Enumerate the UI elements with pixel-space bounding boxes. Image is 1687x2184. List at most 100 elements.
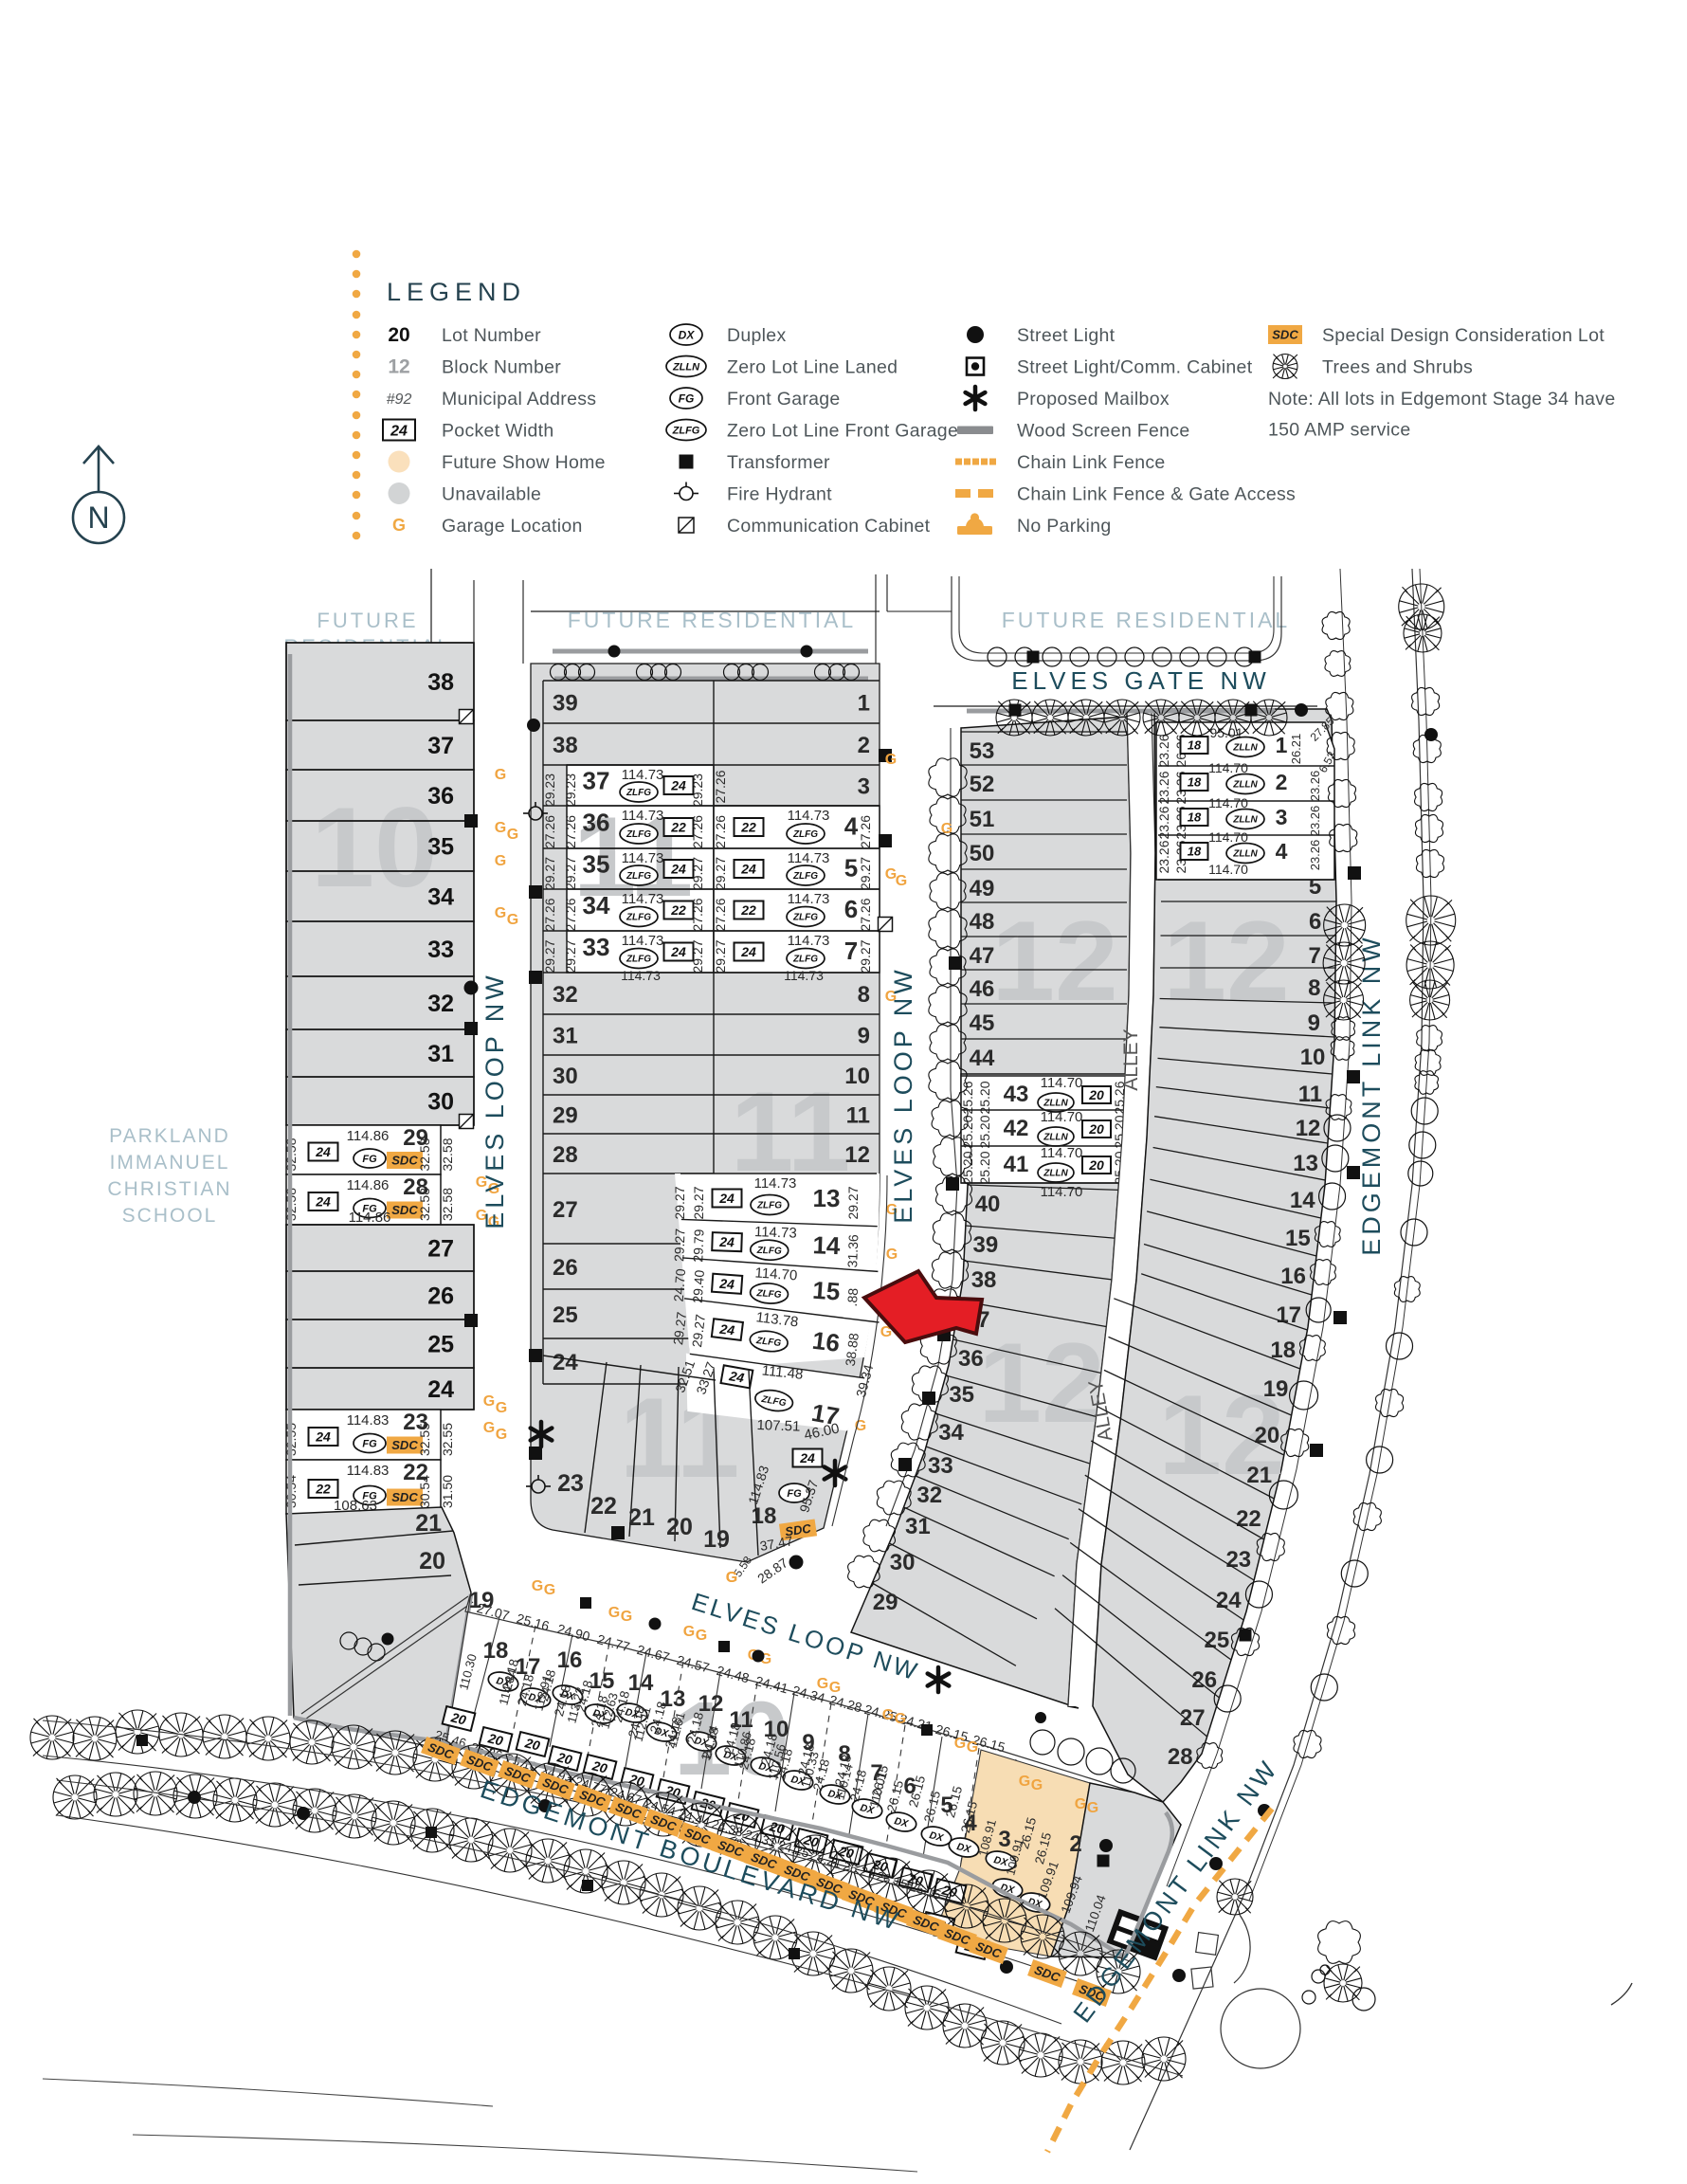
- svg-text:25.26: 25.26: [960, 1081, 975, 1114]
- svg-text:43: 43: [1004, 1082, 1029, 1107]
- svg-text:23: 23: [557, 1470, 584, 1497]
- svg-text:27.26: 27.26: [713, 898, 728, 931]
- svg-text:G: G: [817, 1676, 828, 1692]
- svg-text:FG: FG: [362, 1438, 377, 1449]
- svg-text:22: 22: [590, 1493, 617, 1520]
- svg-text:18: 18: [483, 1638, 509, 1664]
- svg-text:DX: DX: [789, 1774, 807, 1788]
- svg-text:G: G: [483, 1420, 495, 1436]
- svg-text:29.23: 29.23: [542, 774, 557, 807]
- svg-text:27.26: 27.26: [858, 815, 873, 848]
- svg-text:51: 51: [970, 807, 995, 832]
- svg-text:13: 13: [661, 1686, 686, 1712]
- svg-text:ZLFG: ZLFG: [626, 871, 651, 882]
- svg-text:114.70: 114.70: [1041, 1075, 1083, 1091]
- svg-text:29.27: 29.27: [689, 1313, 708, 1348]
- svg-text:31: 31: [427, 1041, 454, 1067]
- svg-text:4: 4: [844, 812, 859, 841]
- svg-text:49: 49: [970, 876, 995, 901]
- svg-text:11: 11: [846, 1103, 870, 1129]
- svg-text:19: 19: [1263, 1376, 1289, 1402]
- svg-text:25.20: 25.20: [960, 1115, 975, 1148]
- svg-text:11: 11: [573, 793, 694, 920]
- svg-text:23.26: 23.26: [1308, 771, 1322, 802]
- svg-text:G: G: [496, 1400, 507, 1416]
- svg-text:SDC: SDC: [784, 1521, 812, 1539]
- svg-text:12: 12: [698, 1691, 724, 1717]
- svg-text:G: G: [954, 1736, 966, 1752]
- svg-text:114.70: 114.70: [1208, 760, 1248, 775]
- svg-text:32: 32: [427, 991, 454, 1017]
- svg-text:27.26: 27.26: [713, 770, 728, 803]
- svg-text:FUTURE RESIDENTIAL: FUTURE RESIDENTIAL: [1002, 608, 1290, 632]
- svg-text:DX: DX: [527, 1691, 544, 1705]
- svg-text:20: 20: [940, 1882, 959, 1901]
- svg-text:FG: FG: [787, 1488, 802, 1500]
- svg-text:7: 7: [1309, 943, 1321, 969]
- svg-text:23.26: 23.26: [1156, 806, 1171, 839]
- svg-text:DX: DX: [559, 1688, 576, 1702]
- svg-text:20: 20: [449, 1709, 468, 1728]
- svg-text:N: N: [87, 500, 109, 535]
- svg-text:36: 36: [427, 783, 454, 810]
- svg-text:PARKLAND: PARKLAND: [109, 1125, 230, 1147]
- svg-text:28: 28: [1168, 1744, 1193, 1770]
- svg-text:DX: DX: [992, 1854, 1009, 1868]
- svg-text:24: 24: [315, 1194, 331, 1210]
- svg-text:41: 41: [1004, 1152, 1029, 1177]
- svg-text:20: 20: [419, 1548, 445, 1574]
- svg-text:G: G: [885, 752, 897, 768]
- svg-text:33: 33: [928, 1453, 953, 1479]
- svg-text:107.51: 107.51: [756, 1417, 800, 1435]
- svg-text:11: 11: [1298, 1082, 1322, 1107]
- svg-text:23.26: 23.26: [1156, 771, 1171, 804]
- svg-text:G: G: [886, 1247, 898, 1263]
- svg-text:25.20: 25.20: [977, 1115, 992, 1148]
- svg-text:5: 5: [940, 1793, 952, 1818]
- svg-text:23.26: 23.26: [1156, 734, 1171, 767]
- svg-text:29.27: 29.27: [563, 939, 578, 973]
- svg-text:53: 53: [970, 738, 995, 764]
- svg-text:DX: DX: [893, 1815, 910, 1829]
- svg-text:32.58: 32.58: [440, 1188, 455, 1221]
- svg-text:16: 16: [557, 1647, 583, 1673]
- svg-text:#92: #92: [387, 391, 412, 408]
- svg-text:20: 20: [590, 1757, 609, 1776]
- svg-text:Proposed Mailbox: Proposed Mailbox: [1017, 389, 1170, 410]
- svg-text:G: G: [1087, 1800, 1098, 1816]
- svg-text:24: 24: [740, 944, 756, 959]
- svg-text:Communication Cabinet: Communication Cabinet: [727, 516, 931, 537]
- svg-text:9: 9: [858, 1024, 870, 1049]
- svg-text:50: 50: [970, 841, 995, 866]
- svg-text:19: 19: [469, 1588, 495, 1613]
- svg-text:SDC: SDC: [391, 1154, 418, 1168]
- svg-text:36: 36: [958, 1346, 984, 1372]
- svg-text:ALLEY: ALLEY: [1120, 1028, 1142, 1090]
- svg-text:20: 20: [666, 1514, 693, 1540]
- svg-text:G: G: [476, 1174, 487, 1191]
- svg-text:24: 24: [727, 1368, 745, 1386]
- svg-text:37.47: 37.47: [758, 1533, 793, 1554]
- svg-text:23.26: 23.26: [1308, 840, 1322, 871]
- svg-text:33: 33: [583, 933, 610, 961]
- svg-text:32.58: 32.58: [417, 1138, 432, 1171]
- svg-text:14: 14: [1290, 1188, 1315, 1213]
- svg-text:32.58: 32.58: [417, 1188, 432, 1221]
- svg-text:22: 22: [403, 1460, 428, 1485]
- svg-text:DX: DX: [591, 1707, 608, 1721]
- svg-text:12: 12: [1158, 1372, 1284, 1499]
- svg-text:114.70: 114.70: [1208, 829, 1248, 845]
- svg-text:EDGEMONT LINK NW: EDGEMONT LINK NW: [1357, 934, 1386, 1256]
- svg-text:Special Design Consideration L: Special Design Consideration Lot: [1322, 325, 1605, 346]
- svg-text:114.70: 114.70: [1208, 862, 1248, 877]
- svg-text:DX: DX: [679, 328, 696, 341]
- svg-text:3: 3: [858, 774, 870, 800]
- svg-text:23.26: 23.26: [1308, 806, 1322, 837]
- svg-text:ZLFG: ZLFG: [626, 788, 651, 798]
- svg-text:114.73: 114.73: [788, 933, 830, 949]
- svg-text:ZLFG: ZLFG: [792, 829, 818, 840]
- svg-text:CHRISTIAN: CHRISTIAN: [107, 1178, 231, 1200]
- svg-text:DX: DX: [826, 1788, 844, 1802]
- svg-text:IMMANUEL: IMMANUEL: [110, 1152, 230, 1174]
- svg-text:16: 16: [810, 1326, 841, 1357]
